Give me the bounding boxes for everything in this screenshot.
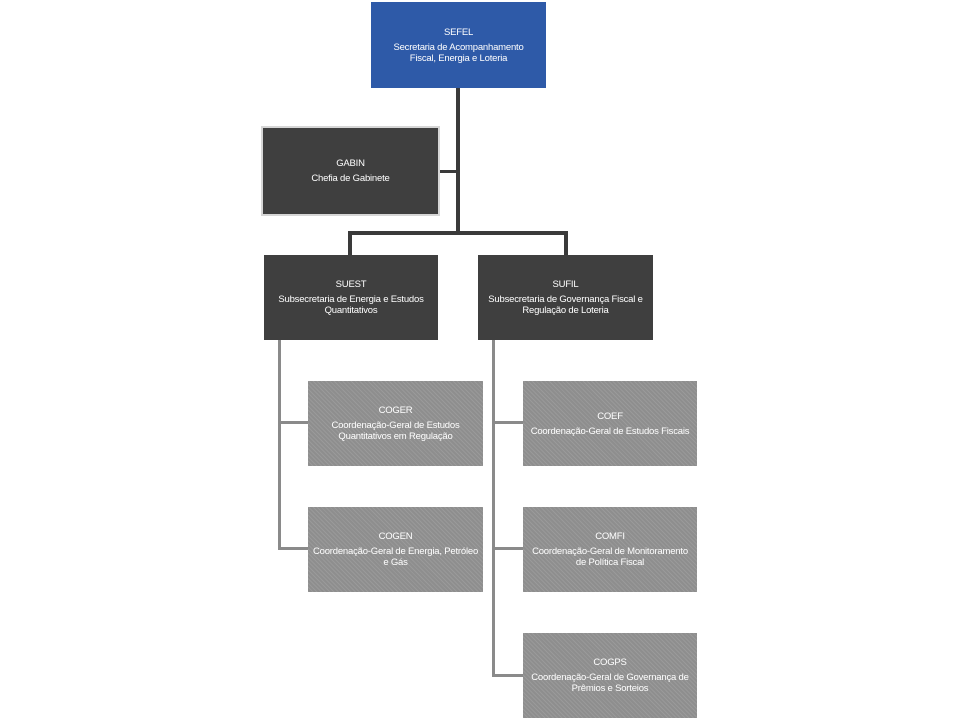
connector-sufil-branch: [492, 340, 495, 677]
node-sefel-code: SEFEL: [443, 26, 474, 38]
connector-cogps: [492, 674, 523, 677]
node-cogps-name: Coordenação-Geral de Governança de Prêmi…: [531, 672, 689, 694]
node-cogps-code: COGPS: [593, 657, 627, 668]
node-gabin-name: Chefia de Gabinete: [311, 173, 390, 184]
node-gabin-code: GABIN: [336, 158, 365, 169]
node-coger-name: Coordenação-Geral de Estudos Quantitativ…: [331, 420, 460, 442]
connector-sub-bar: [348, 231, 568, 235]
node-coef-name: Coordenação-Geral de Estudos Fiscais: [530, 425, 690, 437]
node-suest[interactable]: SUEST Subsecretaria de Energia e Estudos…: [264, 255, 438, 340]
node-coef-code: COEF: [597, 410, 623, 422]
node-cogen[interactable]: COGEN Coordenação-Geral de Energia, Petr…: [308, 507, 483, 592]
connector-coger: [278, 421, 308, 424]
connector-suest-drop: [348, 231, 352, 255]
node-sufil[interactable]: SUFIL Subsecretaria de Governança Fiscal…: [478, 255, 653, 340]
connector-coef: [492, 421, 523, 424]
connector-cogen: [278, 547, 308, 550]
node-cogen-code: COGEN: [378, 531, 413, 542]
node-coger[interactable]: COGER Coordenação-Geral de Estudos Quant…: [308, 381, 483, 466]
connector-suest-branch: [278, 340, 281, 550]
node-cogen-name: Coordenação-Geral de Energia, Petróleo e…: [312, 546, 479, 568]
node-cogps[interactable]: COGPS Coordenação-Geral de Governança de…: [523, 633, 697, 718]
node-coger-code: COGER: [378, 405, 413, 416]
connector-gabin: [438, 170, 458, 173]
node-suest-code: SUEST: [335, 279, 367, 290]
node-sefel-name: Secretaria de Acompanhamento Fiscal, Ene…: [393, 41, 524, 64]
node-sefel[interactable]: SEFEL Secretaria de Acompanhamento Fisca…: [371, 2, 546, 88]
connector-sefel-trunk: [456, 88, 460, 234]
node-comfi[interactable]: COMFI Coordenação-Geral de Monitoramento…: [523, 507, 697, 592]
node-comfi-code: COMFI: [595, 531, 625, 542]
node-suest-name: Subsecretaria de Energia e Estudos Quant…: [278, 294, 424, 316]
connector-comfi: [492, 547, 523, 550]
node-sufil-name: Subsecretaria de Governança Fiscal e Reg…: [488, 294, 643, 316]
node-coef[interactable]: COEF Coordenação-Geral de Estudos Fiscai…: [523, 381, 697, 466]
node-sufil-code: SUFIL: [552, 279, 579, 290]
node-comfi-name: Coordenação-Geral de Monitoramento de Po…: [532, 546, 688, 568]
connector-sufil-drop: [564, 231, 568, 255]
node-gabin[interactable]: GABIN Chefia de Gabinete: [261, 126, 440, 216]
